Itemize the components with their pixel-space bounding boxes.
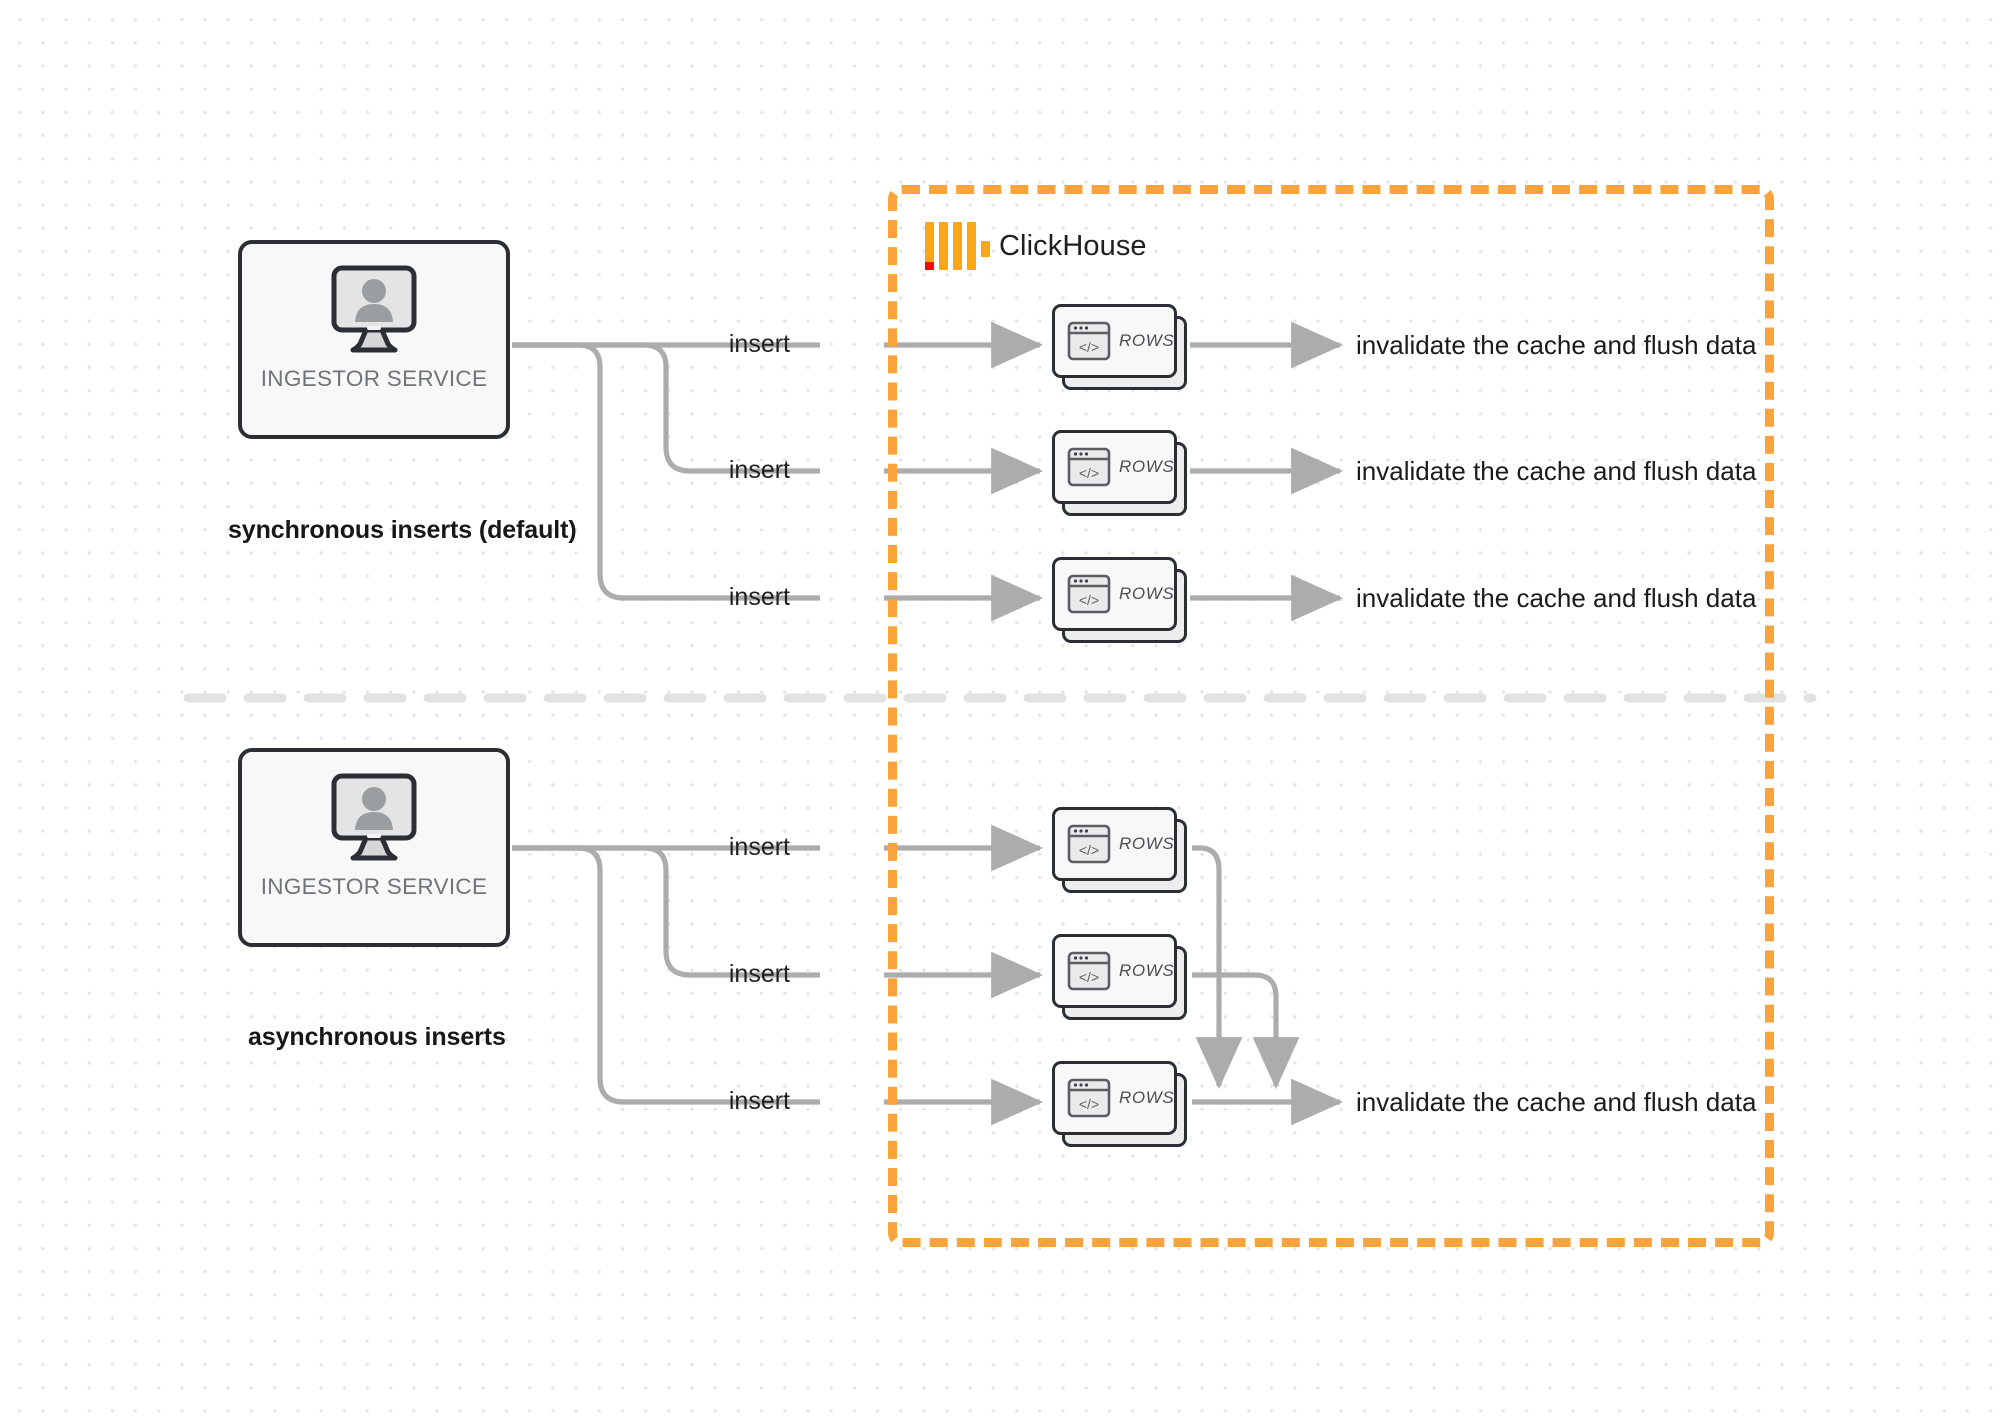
ingestor-service-async[interactable]: INGESTOR SERVICE — [238, 748, 510, 947]
rows-node-label: ROWS — [1119, 834, 1175, 853]
clickhouse-label: ClickHouse — [999, 229, 1147, 262]
edge-sync-2-pre — [512, 342, 820, 474]
rows-card-front: </> ROWS — [1052, 1061, 1177, 1135]
rows-card-front: </> ROWS — [1052, 557, 1177, 631]
rows-node-sync-2[interactable]: </> ROWS — [1052, 430, 1187, 516]
edge-label-insert-sync-3: insert — [728, 583, 790, 611]
outcome-label-sync-3: invalidate the cache and flush data — [1356, 583, 1757, 613]
outcome-label-sync-2: invalidate the cache and flush data — [1356, 456, 1757, 486]
caption-synchronous: synchronous inserts (default) — [228, 516, 577, 544]
edge-label-insert-async-1: insert — [728, 833, 790, 861]
rows-node-label: ROWS — [1119, 457, 1175, 476]
monitor-user-icon — [326, 264, 422, 356]
rows-node-async-2[interactable]: </> ROWS — [1052, 934, 1187, 1020]
edge-async-2-pre — [512, 845, 820, 978]
edge-async-merge-2 — [1192, 972, 1300, 1090]
rows-card-front: </> ROWS — [1052, 934, 1177, 1008]
code-window-icon: </> — [1067, 447, 1111, 487]
outcome-label-sync-1: invalidate the cache and flush data — [1356, 330, 1757, 360]
code-window-icon: </> — [1067, 321, 1111, 361]
rows-card-front: </> ROWS — [1052, 304, 1177, 378]
rows-node-async-1[interactable]: </> ROWS — [1052, 807, 1187, 893]
code-window-icon: </> — [1067, 1078, 1111, 1118]
code-window-icon: </> — [1067, 824, 1111, 864]
edge-async-merge-1 — [1192, 845, 1243, 1090]
rows-card-front: </> ROWS — [1052, 807, 1177, 881]
rows-node-label: ROWS — [1119, 584, 1175, 603]
code-window-icon: </> — [1067, 951, 1111, 991]
svg-text:</>: </> — [1079, 1096, 1099, 1112]
svg-text:</>: </> — [1079, 592, 1099, 608]
ingestor-service-label-async: INGESTOR SERVICE — [260, 874, 488, 899]
clickhouse-brand: ClickHouse — [925, 222, 1147, 270]
svg-text:</>: </> — [1079, 842, 1099, 858]
edge-async-3-pre — [512, 845, 820, 1105]
rows-card-front: </> ROWS — [1052, 430, 1177, 504]
clickhouse-logo-icon — [925, 222, 990, 270]
svg-text:</>: </> — [1079, 465, 1099, 481]
edge-sync-3-pre — [512, 342, 820, 601]
ingestor-service-label-sync: INGESTOR SERVICE — [260, 366, 488, 391]
monitor-user-icon — [326, 772, 422, 864]
rows-node-sync-1[interactable]: </> ROWS — [1052, 304, 1187, 390]
edge-label-insert-async-3: insert — [728, 1087, 790, 1115]
rows-node-label: ROWS — [1119, 961, 1175, 980]
rows-node-sync-3[interactable]: </> ROWS — [1052, 557, 1187, 643]
rows-node-label: ROWS — [1119, 331, 1175, 350]
edge-label-insert-async-2: insert — [728, 960, 790, 988]
edge-label-insert-sync-1: insert — [728, 330, 790, 358]
ingestor-service-sync[interactable]: INGESTOR SERVICE — [238, 240, 510, 439]
rows-node-async-3[interactable]: </> ROWS — [1052, 1061, 1187, 1147]
svg-text:</>: </> — [1079, 339, 1099, 355]
outcome-label-async-merged: invalidate the cache and flush data — [1356, 1087, 1757, 1117]
rows-node-label: ROWS — [1119, 1088, 1175, 1107]
edge-label-insert-sync-2: insert — [728, 456, 790, 484]
clickhouse-boundary — [888, 185, 1774, 1247]
caption-asynchronous: asynchronous inserts — [248, 1023, 506, 1051]
svg-text:</>: </> — [1079, 969, 1099, 985]
code-window-icon: </> — [1067, 574, 1111, 614]
